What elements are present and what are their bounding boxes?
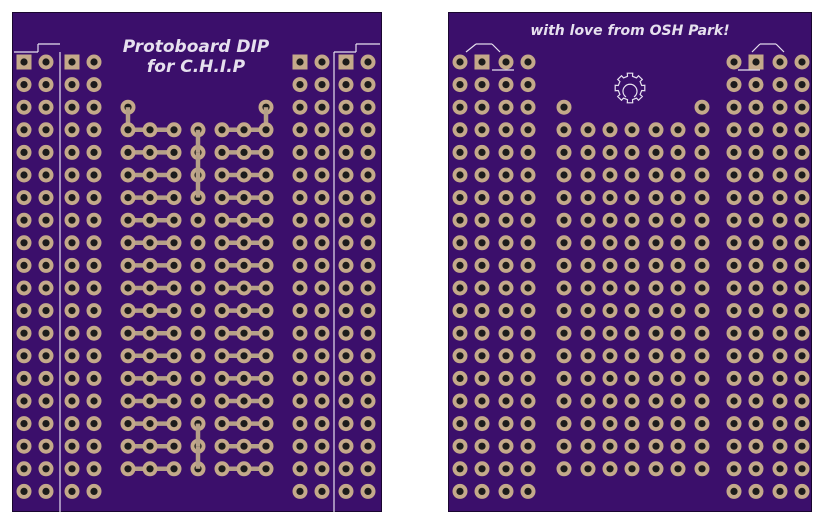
front-title-line1: Protoboard DIP — [123, 37, 270, 57]
front-title-line2: for C.H.I.P — [147, 57, 246, 77]
pads-layer — [14, 43, 810, 512]
back-title: with love from OSH Park! — [530, 23, 729, 39]
open-hardware-gear-icon — [614, 72, 646, 104]
